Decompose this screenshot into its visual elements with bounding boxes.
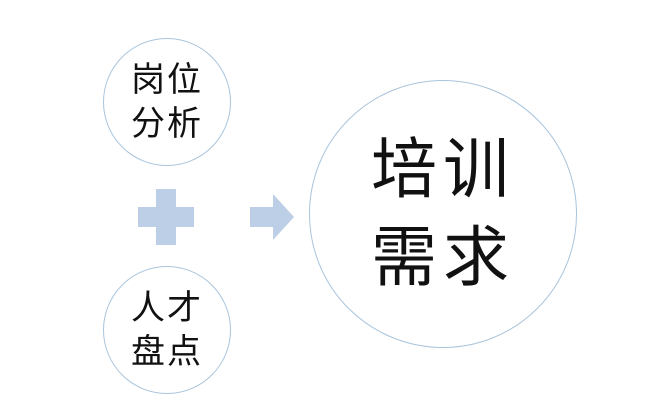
input-label-job-analysis: 岗位 分析 — [131, 60, 203, 144]
input-circle-talent-review: 人才 盘点 — [103, 266, 231, 394]
input-circle-job-analysis: 岗位 分析 — [103, 38, 231, 166]
plus-icon — [138, 189, 194, 245]
plus-vertical-bar — [156, 189, 176, 245]
arrow-shape — [250, 194, 294, 240]
input-label-talent-review: 人才 盘点 — [131, 288, 203, 372]
arrow-right-icon — [250, 194, 294, 240]
output-circle-training-needs: 培训 需求 — [309, 80, 577, 348]
output-label-training-needs: 培训 需求 — [371, 131, 515, 296]
